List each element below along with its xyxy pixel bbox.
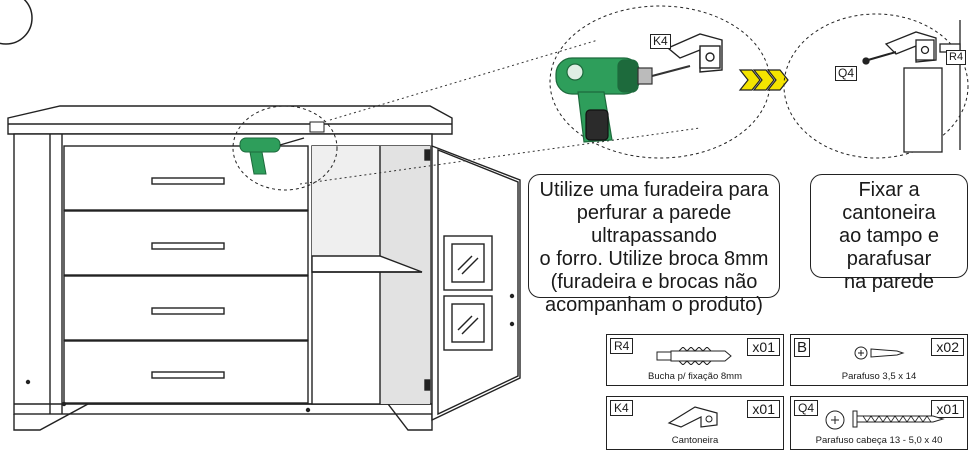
fix-note-line: parafusar [846, 248, 932, 270]
part-quantity: x01 [747, 400, 780, 418]
drill-icon [555, 57, 691, 143]
drill-note-line: o forro. Utilize broca 8mm [539, 248, 769, 270]
part-card-b: B x02 Parafuso 3,5 x 14 [790, 334, 968, 386]
detail-circle-small [232, 105, 338, 191]
door-mirror [443, 235, 493, 351]
drill-note-line: perfurar a parede ultrapassando [576, 202, 732, 247]
part-code: B [794, 338, 811, 357]
wall-fixing-icon [862, 20, 961, 153]
part-description: Parafuso 3,5 x 14 [841, 371, 917, 382]
part-code: Q4 [794, 400, 819, 416]
part-card-q4: Q4 x01 Parafuso cabeça 13 - 5,0 x 40 [790, 396, 968, 450]
drill-note-line: acompanham o produto) [545, 294, 763, 316]
part-code: K4 [610, 400, 633, 416]
dresser-top [7, 105, 453, 135]
part-code: R4 [610, 338, 634, 354]
drawer-handle [151, 371, 225, 379]
part-card-k4: K4 x01 Cantoneira [606, 396, 784, 450]
part-card-r4: R4 x01 Bucha p/ fixação 8mm [606, 334, 784, 386]
fixing-instruction-note: Fixar a cantoneira ao tampo e parafusar … [810, 174, 968, 293]
part-description: Parafuso cabeça 13 - 5,0 x 40 [815, 435, 943, 446]
screw-long-icon [825, 410, 945, 430]
drill-note-line: (furadeira e brocas não [550, 271, 758, 293]
screw-small-icon [854, 346, 905, 360]
drill-instruction-note: Utilize uma furadeira para perfurar a pa… [528, 174, 780, 316]
detail-label-k4: K4 [650, 34, 671, 49]
step-number-circle [0, 0, 33, 45]
part-quantity: x01 [747, 338, 780, 356]
part-description: Cantoneira [671, 435, 719, 446]
drawer-handle [151, 177, 225, 185]
part-quantity: x01 [931, 400, 964, 418]
drill-note-line: Utilize uma furadeira para [539, 179, 769, 201]
drawer-handle [151, 242, 225, 250]
detail-label-q4: Q4 [835, 66, 858, 81]
part-quantity: x02 [931, 338, 964, 356]
detail-circle-wall [783, 13, 969, 159]
step-arrows [738, 69, 789, 91]
fix-note-line: na parede [843, 271, 935, 293]
fix-note-line: ao tampo e [838, 225, 940, 247]
dresser [7, 105, 521, 431]
wall-plug-icon [656, 347, 732, 365]
detail-label-r4: R4 [946, 50, 967, 65]
bracket-part-icon [667, 406, 718, 428]
fix-note-line: Fixar a cantoneira [842, 179, 936, 224]
small-drill-icon [239, 121, 325, 175]
drawer-handle [151, 307, 225, 315]
part-description: Bucha p/ fixação 8mm [648, 371, 742, 382]
bracket-icon [666, 33, 723, 73]
